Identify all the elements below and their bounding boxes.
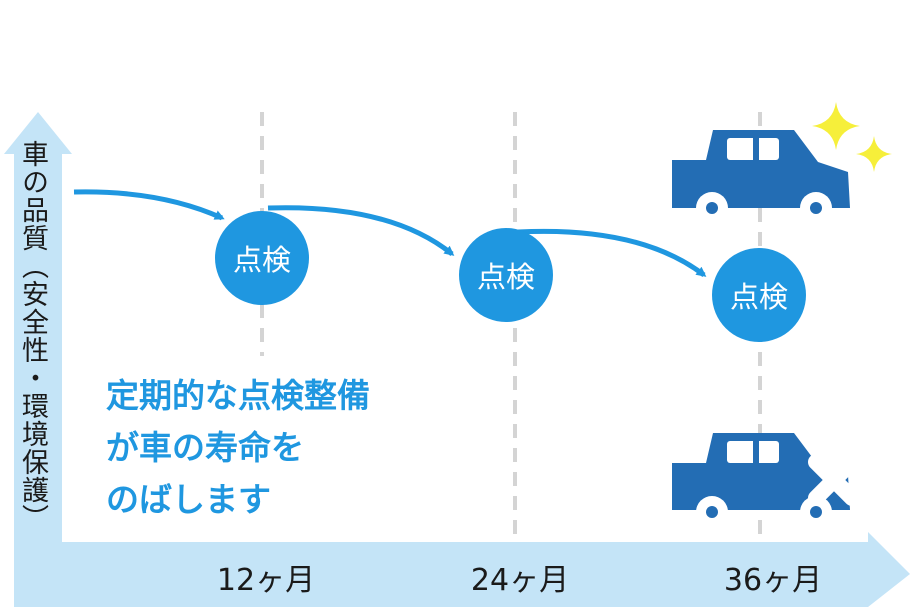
inspection-circle-24: 点検 xyxy=(459,228,553,322)
message: 定期的な点検整備 が車の寿命を のばします xyxy=(106,370,466,526)
y-axis xyxy=(4,112,72,583)
x-tick-12: 12ヶ月 xyxy=(216,563,316,598)
damaged-car-icon xyxy=(672,433,850,528)
sparkle-icon xyxy=(812,102,892,172)
curve-arrow-2 xyxy=(267,205,455,256)
curve-arrow-1 xyxy=(73,189,225,221)
curve-arrow-3 xyxy=(517,228,707,277)
x-tick-24: 24ヶ月 xyxy=(470,563,570,598)
message-line-2: が車の寿命を xyxy=(106,428,304,467)
good-car-icon xyxy=(672,130,850,224)
message-line-3: のばします xyxy=(106,480,271,519)
y-axis-label: 車の品質（安全性・環境保護） xyxy=(17,140,48,532)
x-tick-36: 36ヶ月 xyxy=(723,563,823,598)
cross-icon xyxy=(808,454,860,506)
message-line-1: 定期的な点検整備 xyxy=(106,376,370,415)
inspection-circle-12: 点検 xyxy=(215,211,309,305)
inspection-circle-36: 点検 xyxy=(712,248,806,342)
x-axis xyxy=(14,532,910,607)
